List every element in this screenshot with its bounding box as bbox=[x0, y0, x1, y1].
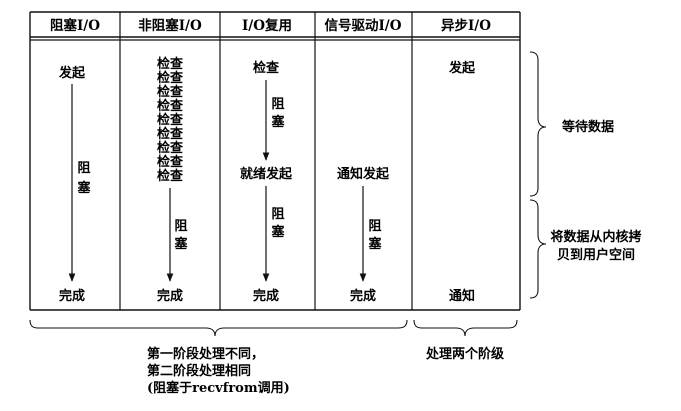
cell-block-char2: 塞 bbox=[271, 114, 285, 130]
cell-check: 检查 bbox=[157, 140, 184, 156]
cell-block-char2: 塞 bbox=[271, 224, 285, 240]
brace-async-model bbox=[413, 319, 518, 337]
cell-check: 检查 bbox=[157, 56, 184, 72]
cell-initiate: 发起 bbox=[58, 65, 86, 81]
cell-notify: 通知 bbox=[449, 288, 475, 304]
cell-complete: 完成 bbox=[59, 288, 85, 304]
cell-complete: 完成 bbox=[253, 288, 279, 304]
cell-initiate: 发起 bbox=[448, 60, 476, 76]
cell-check: 检查 bbox=[253, 60, 280, 76]
cell-block-char1: 阻 bbox=[368, 219, 381, 234]
cell-block-char2: 塞 bbox=[77, 180, 91, 196]
header-io-multiplexing: I/O复用 bbox=[242, 17, 292, 34]
header-nonblocking-io: 非阻塞I/O bbox=[138, 17, 202, 34]
brace-copy-phase bbox=[529, 199, 547, 299]
cell-block-char1: 阻 bbox=[271, 97, 284, 112]
column-blocking-io: 发起 阻 塞 完成 bbox=[58, 65, 92, 304]
cell-check: 检查 bbox=[157, 70, 184, 86]
cell-check: 检查 bbox=[157, 98, 184, 114]
brace-first-four-models bbox=[29, 319, 408, 337]
cell-check: 检查 bbox=[157, 112, 184, 128]
header-signal-driven-io: 信号驱动I/O bbox=[324, 17, 401, 34]
cell-block-char1: 阻 bbox=[174, 219, 187, 234]
cell-complete: 完成 bbox=[350, 288, 376, 304]
label-copy-data-line2: 贝到用户空间 bbox=[557, 247, 635, 263]
cell-block-char2: 塞 bbox=[368, 236, 382, 252]
cell-ready-initiate: 就绪发起 bbox=[240, 166, 293, 182]
cell-block-char1: 阻 bbox=[77, 161, 90, 176]
table-frame bbox=[29, 11, 521, 311]
label-wait-data: 等待数据 bbox=[561, 119, 614, 135]
note-first-four-line2: 第二阶段处理相同 bbox=[147, 363, 251, 379]
cell-check: 检查 bbox=[157, 154, 184, 170]
column-nonblocking-io: 检查 检查 检查 检查 检查 检查 检查 检查 检查 阻 塞 完成 bbox=[157, 56, 189, 304]
note-async: 处理两个阶级 bbox=[425, 346, 505, 362]
header-blocking-io: 阻塞I/O bbox=[50, 17, 100, 34]
note-first-four-line3: (阻塞于recvfrom调用) bbox=[147, 380, 290, 396]
cell-check: 检查 bbox=[157, 84, 184, 100]
cell-check: 检查 bbox=[157, 168, 184, 184]
column-io-multiplexing: 检查 阻 塞 就绪发起 阻 塞 完成 bbox=[240, 60, 293, 304]
cell-notify-initiate: 通知发起 bbox=[337, 166, 390, 182]
column-async-io: 发起 通知 bbox=[448, 60, 476, 304]
cell-complete: 完成 bbox=[157, 288, 183, 304]
cell-check: 检查 bbox=[157, 126, 184, 142]
header-async-io: 异步I/O bbox=[441, 17, 491, 34]
note-first-four-line1: 第一阶段处理不同， bbox=[147, 346, 264, 362]
cell-block-char1: 阻 bbox=[271, 207, 284, 222]
column-signal-driven-io: 通知发起 阻 塞 完成 bbox=[337, 166, 390, 304]
brace-wait-phase bbox=[529, 51, 547, 197]
label-copy-data-line1: 将数据从内核拷 bbox=[550, 229, 641, 245]
cell-block-char2: 塞 bbox=[174, 236, 188, 252]
